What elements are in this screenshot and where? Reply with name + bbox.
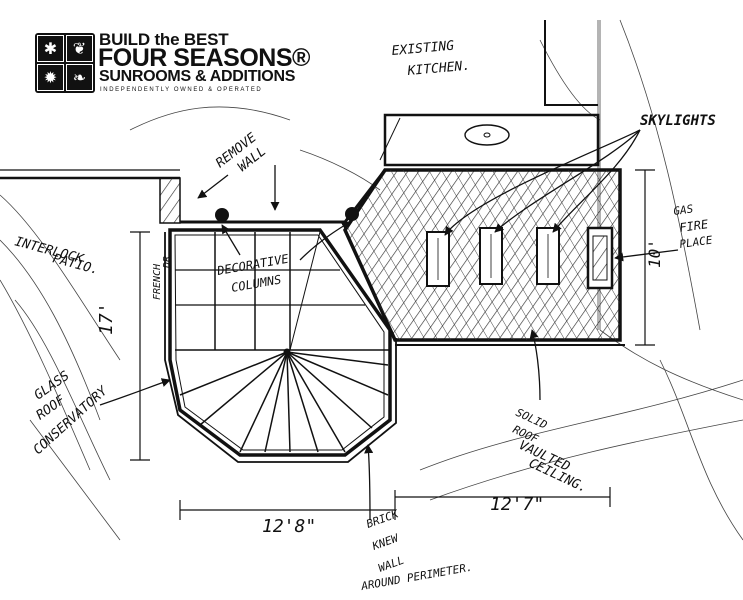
dimension-lines xyxy=(130,169,655,520)
brick-knee-wall xyxy=(164,232,397,463)
leaf-icon: ❦ xyxy=(66,35,93,62)
skylight-arrow-3 xyxy=(552,129,641,233)
brand-line-2: FOUR SEASONS® xyxy=(98,44,310,72)
label-brick-knee-3: WALL xyxy=(377,554,406,575)
glass-roof-arrow xyxy=(99,378,171,406)
label-brick-knee-2: KNEW xyxy=(370,531,402,553)
dim-label-12-7: 12'7" xyxy=(490,494,544,515)
column-right xyxy=(345,207,359,221)
gas-fireplace xyxy=(586,226,614,290)
label-existing-kitchen-2: KITCHEN. xyxy=(406,59,471,79)
dim-label-12-8: 12'8" xyxy=(262,516,316,537)
sun-icon: ✹ xyxy=(37,64,64,91)
solid-roof-arrow xyxy=(529,329,541,401)
dim-label-17: 17' xyxy=(96,302,117,335)
brick-wall-arrow xyxy=(364,444,374,521)
brand-tagline: INDEPENDENTLY OWNED & OPERATED xyxy=(100,87,263,93)
skylights xyxy=(426,227,560,287)
brand-line-1: BUILD the BEST xyxy=(99,30,229,49)
label-gas-fireplace-2: FIRE xyxy=(678,217,709,235)
glass-conservatory xyxy=(168,228,392,457)
column-left xyxy=(215,208,229,222)
label-skylights: SKYLIGHTS xyxy=(640,113,716,129)
fireplace-arrow xyxy=(614,249,679,262)
patio-wall xyxy=(0,169,387,224)
label-french-door-1: FRENCH xyxy=(152,263,163,300)
dim-label-10: 10' xyxy=(645,239,664,268)
columns-arrow-left xyxy=(221,224,241,256)
brand-line-3: SUNROOMS & ADDITIONS xyxy=(99,68,296,85)
label-brick-knee-4: AROUND PERIMETER. xyxy=(359,561,473,594)
decorative-columns xyxy=(215,207,359,222)
label-gas-fireplace-3: PLACE xyxy=(679,233,714,251)
label-french-door-2: DR xyxy=(162,256,173,269)
brand-logo-mark: ✱ ❦ ✹ ❧ xyxy=(35,33,95,93)
snowflake-icon: ✱ xyxy=(37,35,64,62)
label-gas-fireplace-1: GAS xyxy=(673,202,695,218)
existing-kitchen-wall xyxy=(379,20,600,167)
skylight-arrow-1 xyxy=(444,129,641,236)
label-existing-kitchen-1: EXISTING xyxy=(391,39,455,59)
columns-arrow-right xyxy=(299,221,351,261)
remove-wall-arrow xyxy=(197,174,229,199)
maple-leaf-icon: ❧ xyxy=(66,64,93,91)
skylight-arrow-2 xyxy=(494,129,641,233)
leader-arrows xyxy=(99,129,679,521)
